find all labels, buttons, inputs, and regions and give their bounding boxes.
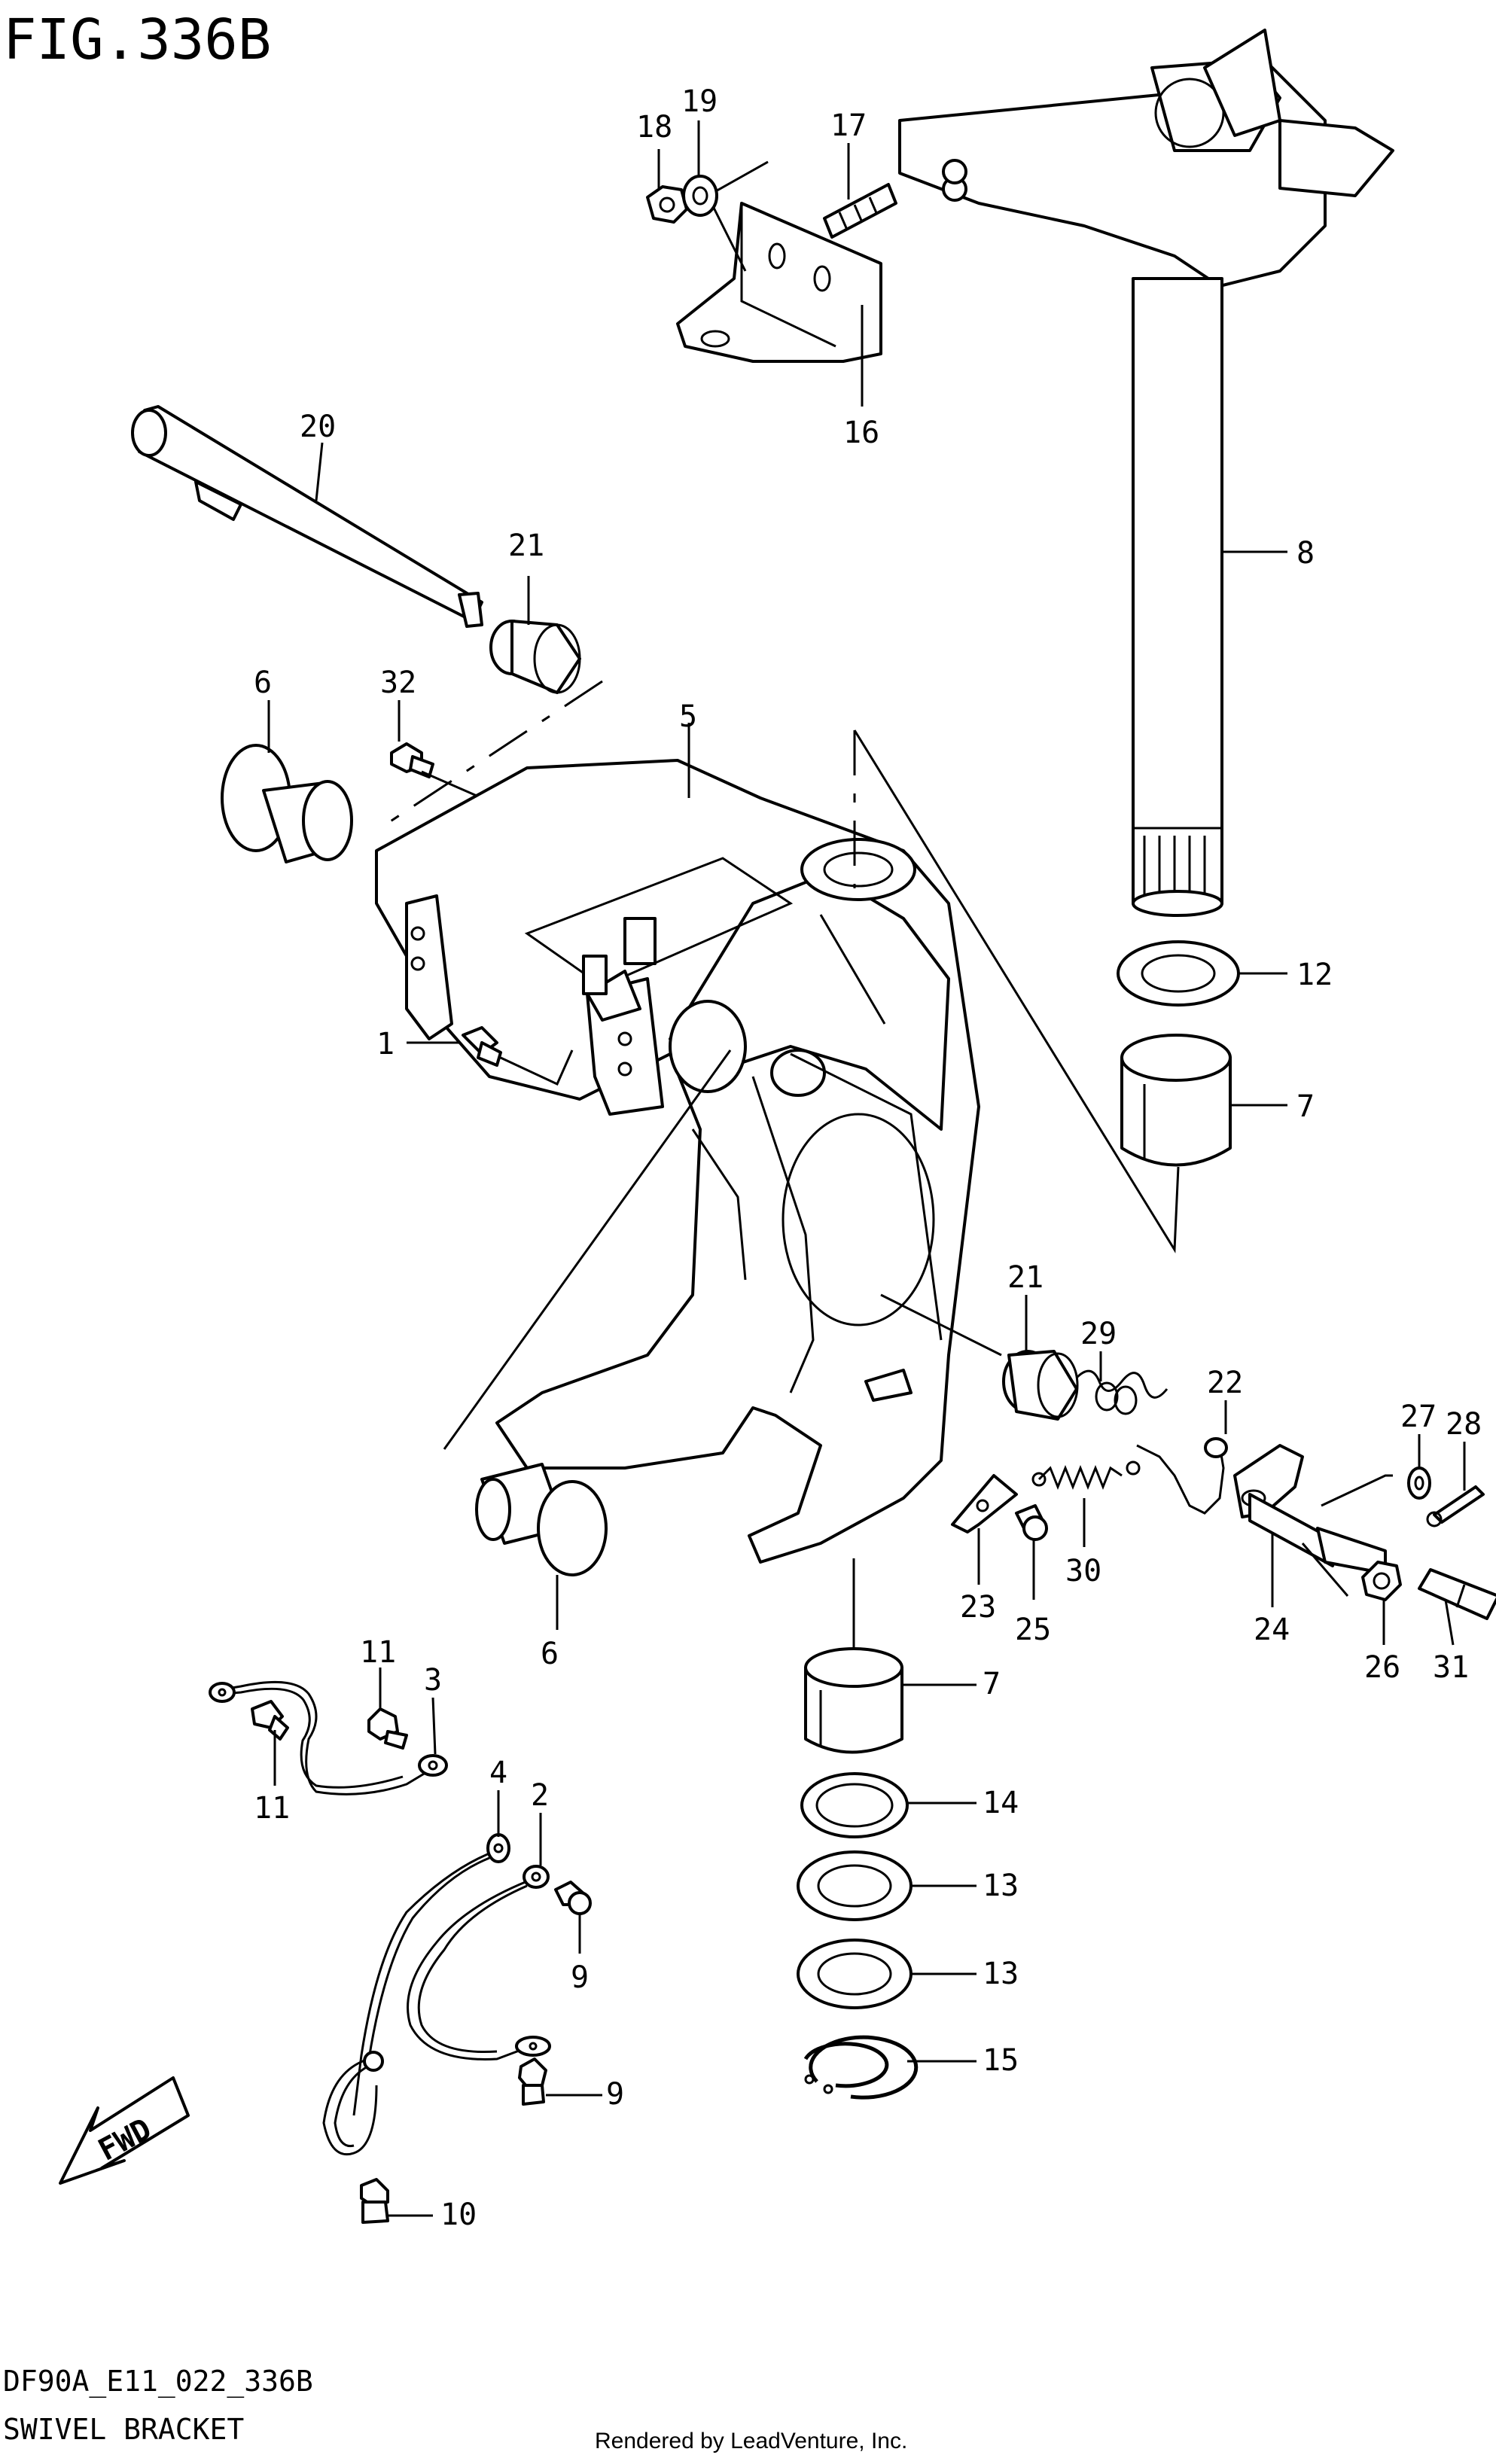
dash-32b xyxy=(421,770,483,800)
callout-5: 5 xyxy=(679,699,697,734)
callout-4: 4 xyxy=(489,1756,507,1790)
callout-21-lower: 21 xyxy=(1007,1260,1044,1295)
callout-9-lower: 9 xyxy=(606,2077,624,2112)
part-steering-shaft xyxy=(898,29,1394,917)
part-lever-22 xyxy=(1136,1437,1228,1515)
callout-23: 23 xyxy=(960,1590,996,1625)
part-snap-ring xyxy=(803,2035,919,2100)
callout-14: 14 xyxy=(983,1786,1019,1820)
part-washer-14 xyxy=(800,1772,909,1838)
leader-31 xyxy=(1444,1599,1455,1646)
dash-1 xyxy=(500,1049,574,1086)
leader-3 xyxy=(431,1697,437,1755)
part-bushing-7-upper xyxy=(1120,1034,1232,1167)
part-bracket-plate xyxy=(676,202,882,363)
part-flange-bushing-upper xyxy=(221,744,353,863)
part-bushing-lower xyxy=(1002,1350,1079,1421)
part-screw-9b xyxy=(518,2057,547,2106)
callout-12: 12 xyxy=(1296,958,1333,992)
callout-11-top: 11 xyxy=(360,1635,396,1670)
callout-17: 17 xyxy=(830,108,867,143)
part-washer-27 xyxy=(1407,1467,1431,1500)
callout-1: 1 xyxy=(376,1027,395,1061)
callout-22: 22 xyxy=(1207,1366,1243,1400)
callout-18: 18 xyxy=(636,110,672,145)
dash-5b xyxy=(819,914,886,1025)
callout-11-left: 11 xyxy=(254,1791,290,1826)
callout-32: 32 xyxy=(380,665,416,700)
part-knob-31 xyxy=(1418,1568,1496,1620)
callout-13a: 13 xyxy=(983,1869,1019,1903)
part-clip-23 xyxy=(951,1474,1018,1534)
part-nut-26 xyxy=(1361,1561,1402,1601)
figure-title: FIG.336B xyxy=(3,8,271,72)
callout-29: 29 xyxy=(1080,1317,1117,1351)
part-screw-10 xyxy=(360,2178,389,2224)
callout-20: 20 xyxy=(300,410,336,444)
part-screw-9a xyxy=(554,1881,592,1915)
callout-25: 25 xyxy=(1015,1613,1051,1647)
part-ground-wire-2 xyxy=(407,1865,551,2060)
part-tilt-lock-lever xyxy=(1233,1444,1387,1597)
part-washer-19 xyxy=(682,175,718,217)
callout-6-lower: 6 xyxy=(541,1637,559,1671)
part-screw-11b xyxy=(367,1707,408,1750)
callout-26: 26 xyxy=(1364,1650,1400,1685)
leader-20 xyxy=(315,442,324,501)
callout-19: 19 xyxy=(681,84,718,119)
callout-13b: 13 xyxy=(983,1957,1019,1991)
callout-31: 31 xyxy=(1433,1650,1469,1685)
part-screw-11a xyxy=(251,1700,289,1741)
callout-10: 10 xyxy=(440,2197,477,2232)
part-washer-13a xyxy=(797,1850,913,1921)
part-grease-fitting xyxy=(462,1026,502,1067)
part-nut xyxy=(646,185,688,224)
part-swivel-bracket xyxy=(375,759,980,1564)
callout-28: 28 xyxy=(1446,1407,1482,1442)
callout-21-upper: 21 xyxy=(508,528,544,563)
dash-6b xyxy=(443,1049,732,1450)
part-spring-30 xyxy=(1031,1460,1141,1491)
part-bushing-7-lower xyxy=(804,1647,903,1754)
model-code: DF90A_E11_022_336B xyxy=(3,2365,313,2399)
callout-7-lower: 7 xyxy=(983,1667,1001,1701)
callout-2: 2 xyxy=(531,1778,549,1813)
dash-21b xyxy=(880,1293,1002,1357)
callout-3: 3 xyxy=(424,1663,442,1698)
part-tilt-pin xyxy=(131,405,483,628)
callout-6-upper: 6 xyxy=(254,665,272,700)
fwd-arrow-icon: FWD xyxy=(59,2076,190,2185)
callout-27: 27 xyxy=(1400,1400,1437,1434)
part-bolt-32 xyxy=(390,742,434,778)
bracket-line-5 xyxy=(853,729,1180,1253)
part-washer-12 xyxy=(1117,940,1240,1007)
part-screw-25 xyxy=(1015,1504,1048,1541)
dash-32 xyxy=(379,680,603,830)
part-washer-13b xyxy=(797,1939,913,2009)
part-stud xyxy=(823,183,897,239)
dash-24 xyxy=(1321,1474,1393,1507)
part-ground-wire-3 xyxy=(209,1680,448,1795)
part-bushing-upper xyxy=(489,620,581,694)
callout-30: 30 xyxy=(1065,1554,1101,1588)
part-ground-wire-4 xyxy=(322,1833,510,2155)
part-spring-29 xyxy=(1075,1369,1168,1415)
part-cotter-pin xyxy=(1426,1485,1485,1527)
rendered-by: Rendered by LeadVenture, Inc. xyxy=(595,2429,907,2453)
callout-16: 16 xyxy=(843,416,879,450)
part-flange-bushing-lower xyxy=(475,1463,608,1576)
callout-9-upper: 9 xyxy=(571,1960,589,1995)
callout-7-upper: 7 xyxy=(1296,1089,1315,1124)
callout-8: 8 xyxy=(1296,536,1315,571)
diagram-caption: SWIVEL BRACKET xyxy=(3,2413,244,2446)
callout-24: 24 xyxy=(1254,1613,1290,1647)
callout-15: 15 xyxy=(983,2043,1019,2078)
